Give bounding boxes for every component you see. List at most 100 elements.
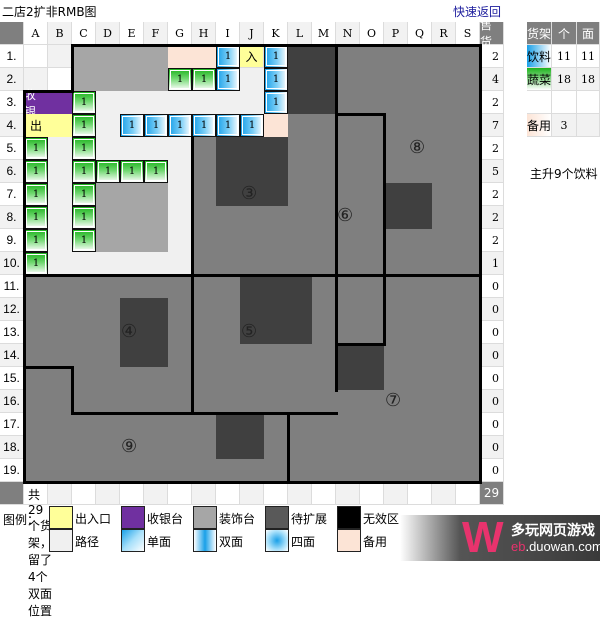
- grid-cell: [360, 482, 384, 505]
- legend-swatch-entrance: [49, 506, 73, 529]
- vegetable-shelf[interactable]: 1: [24, 206, 48, 229]
- sales-count: 2: [480, 137, 504, 160]
- grid-corner: [0, 22, 24, 45]
- vegetable-shelf[interactable]: 1: [24, 137, 48, 160]
- grid-cell: [384, 482, 408, 505]
- vegetable-shelf[interactable]: 1: [72, 183, 96, 206]
- vegetable-shelf[interactable]: 1: [72, 114, 96, 137]
- row-header: 16.: [0, 390, 24, 413]
- zone-border: [335, 113, 386, 116]
- drink-shelf[interactable]: 1: [264, 68, 288, 91]
- shelf-count: 1: [80, 166, 88, 177]
- grid-cell: [216, 482, 240, 505]
- shelf-type-count: 11: [552, 45, 577, 68]
- shelf-count: 1: [80, 189, 88, 200]
- legend-swatch-single-face: [121, 529, 145, 552]
- upgrade-note: 主升9个饮料: [530, 167, 598, 181]
- grid-cell: [456, 482, 480, 505]
- row-header: 14.: [0, 344, 24, 367]
- drink-shelf[interactable]: 1: [192, 114, 216, 137]
- grid-cell: [408, 482, 432, 505]
- shelf-count: 1: [128, 166, 136, 177]
- sales-count: 0: [480, 436, 504, 459]
- column-header: M: [312, 22, 336, 45]
- legend-swatch-double-face: [193, 529, 217, 552]
- shelf-count: 1: [248, 120, 256, 131]
- grid-cell: [288, 482, 312, 505]
- shelf-count: 1: [272, 74, 280, 85]
- column-header: C: [72, 22, 96, 45]
- zone-border: [287, 412, 290, 484]
- grid-cell: [192, 482, 216, 505]
- sales-count: 0: [480, 344, 504, 367]
- side-table-header: 货架: [527, 22, 552, 45]
- sales-total: 29: [480, 482, 504, 505]
- vegetable-shelf[interactable]: 1: [24, 183, 48, 206]
- shelf-count: 1: [272, 97, 280, 108]
- quick-back-link[interactable]: 快速返回: [453, 5, 502, 19]
- drink-shelf[interactable]: 1: [144, 114, 168, 137]
- column-header: I: [216, 22, 240, 45]
- zone-border: [335, 44, 338, 392]
- page-title: 二店2扩非RMB图: [2, 5, 97, 19]
- drink-shelf[interactable]: 1: [120, 114, 144, 137]
- row-header: 6.: [0, 160, 24, 183]
- shelf-count: 1: [32, 166, 40, 177]
- drink-shelf[interactable]: 1: [264, 45, 288, 68]
- sales-count: 0: [480, 390, 504, 413]
- expansion-area: [312, 45, 480, 137]
- legend-swatch-decoration: [193, 506, 217, 529]
- drink-shelf[interactable]: 1: [168, 114, 192, 137]
- vegetable-shelf[interactable]: 1: [72, 160, 96, 183]
- vegetable-shelf[interactable]: 1: [144, 160, 168, 183]
- region-label-r4: ④: [121, 321, 138, 342]
- drink-shelf[interactable]: 1: [216, 68, 240, 91]
- vegetable-shelf[interactable]: 1: [24, 160, 48, 183]
- legend-label-cashier: 收银台: [147, 512, 184, 526]
- vegetable-shelf[interactable]: 1: [72, 91, 96, 114]
- vegetable-shelf[interactable]: 1: [72, 229, 96, 252]
- region-label-r7: ⑦: [385, 390, 402, 411]
- column-header: N: [336, 22, 360, 45]
- grid-cell: [120, 482, 144, 505]
- vegetable-shelf[interactable]: 1: [96, 160, 120, 183]
- vegetable-shelf[interactable]: 1: [24, 229, 48, 252]
- zone-border: [479, 44, 482, 484]
- pending-block: [288, 45, 336, 114]
- grid-cell: [312, 482, 336, 505]
- vegetable-shelf[interactable]: 1: [24, 252, 48, 275]
- vegetable-shelf[interactable]: 1: [72, 206, 96, 229]
- shelf-count: 1: [80, 235, 88, 246]
- vegetable-shelf[interactable]: 1: [72, 137, 96, 160]
- region-label-r6: ⑥: [337, 205, 354, 226]
- vegetable-shelf[interactable]: 1: [120, 160, 144, 183]
- vegetable-shelf[interactable]: 1: [192, 68, 216, 91]
- grid-cell: [72, 482, 96, 505]
- legend-label-spare: 备用: [363, 535, 388, 549]
- drink-shelf[interactable]: 1: [216, 45, 240, 68]
- drink-shelf[interactable]: 1: [264, 91, 288, 114]
- column-header: H: [192, 22, 216, 45]
- zone-border: [23, 90, 26, 484]
- shelf-count: 1: [80, 120, 88, 131]
- zone-border: [23, 481, 482, 484]
- zone-border: [71, 44, 482, 47]
- shelf-count: 1: [80, 143, 88, 154]
- grid-cell: [24, 482, 48, 505]
- zone-border: [71, 412, 338, 415]
- row-header: 5.: [0, 137, 24, 160]
- column-header: P: [384, 22, 408, 45]
- spare-cell: [264, 114, 288, 137]
- column-header: D: [96, 22, 120, 45]
- row-header: 15.: [0, 367, 24, 390]
- region-label-r5: ⑤: [241, 321, 258, 342]
- column-header: E: [120, 22, 144, 45]
- drink-shelf[interactable]: 1: [216, 114, 240, 137]
- sales-count: 0: [480, 275, 504, 298]
- grid-cell: [336, 482, 360, 505]
- sales-count: 2: [480, 91, 504, 114]
- vegetable-shelf[interactable]: 1: [168, 68, 192, 91]
- footer-corner: [0, 482, 24, 505]
- legend-label-double-face: 双面: [219, 535, 244, 549]
- drink-shelf[interactable]: 1: [240, 114, 264, 137]
